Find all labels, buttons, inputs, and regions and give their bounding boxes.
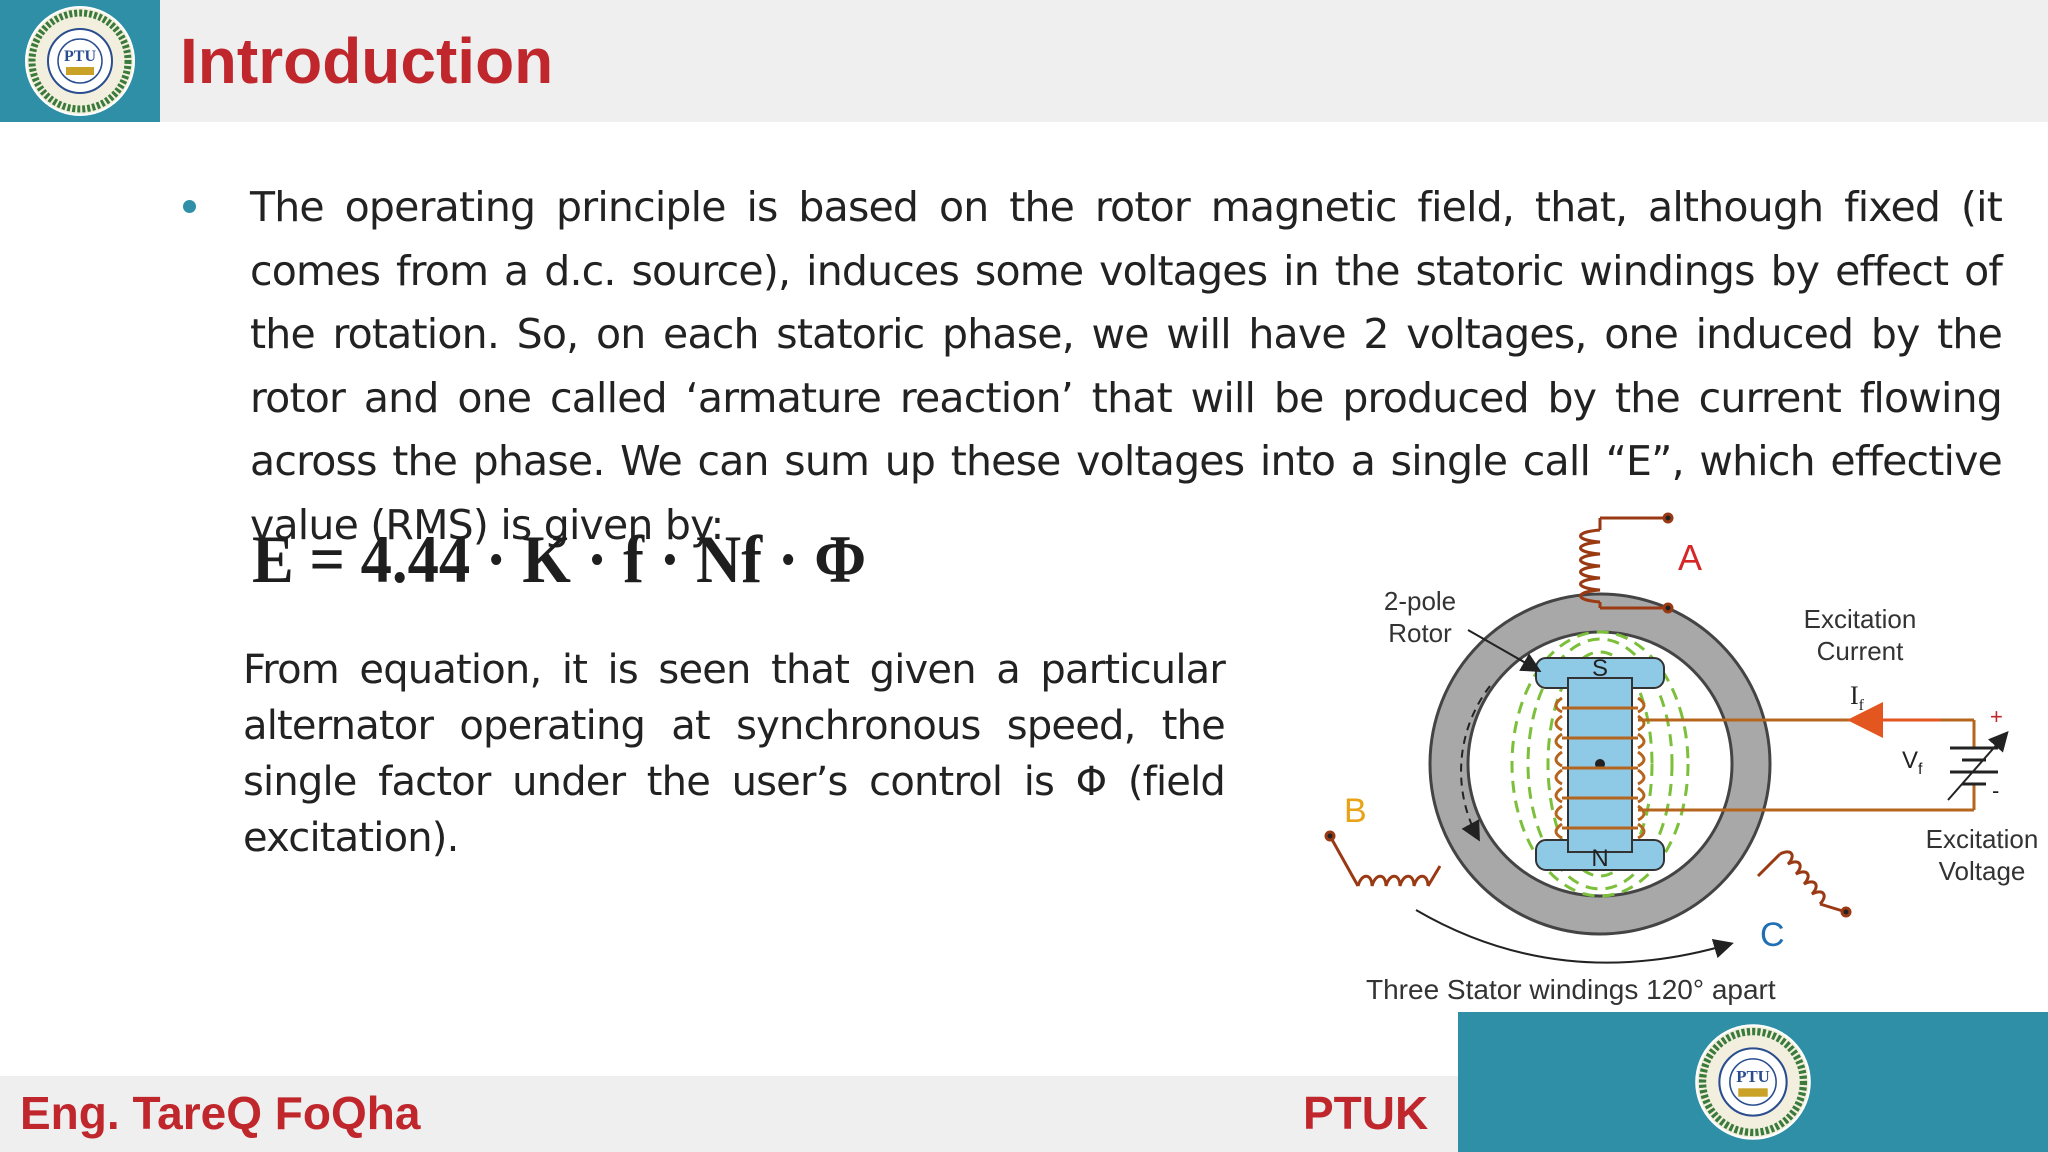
page-title: Introduction — [180, 25, 554, 97]
excitation-current-line2: Current — [1817, 636, 1904, 666]
logo-abbrev: PTU — [64, 48, 96, 65]
intro-paragraph: The operating principle is based on the … — [250, 183, 2003, 549]
header-bar — [0, 0, 2048, 122]
header-logo-panel: PTU — [0, 0, 160, 122]
minus-sign: - — [1992, 778, 1999, 803]
phase-a-label: A — [1678, 537, 1702, 578]
current-symbol: If — [1850, 681, 1865, 714]
phase-b-coil — [1324, 830, 1442, 887]
rotor-label-pointer — [1467, 629, 1542, 672]
alternator-diagram: S N A B C 2-pole Rot — [1324, 512, 2039, 964]
phase-a-coil — [1579, 512, 1674, 614]
emf-formula: E = 4.44 · K · f · Nf · Φ — [252, 521, 867, 597]
university-seal-icon: PTU — [25, 6, 135, 116]
excitation-current-line1: Excitation — [1804, 604, 1917, 634]
university-seal-icon: PTU — [1695, 1024, 1811, 1140]
flux-lines — [1510, 630, 1690, 898]
pole-n-label: N — [1591, 845, 1608, 872]
footer-institution: PTUK — [1303, 1087, 1429, 1139]
excitation-voltage-line2: Voltage — [1939, 856, 2026, 886]
footer-author: Eng. TareQ FoQha — [20, 1087, 421, 1139]
footer-bar — [0, 1076, 1460, 1152]
phase-c-coil — [1756, 850, 1852, 918]
rotor-label-line1: 2-pole — [1384, 586, 1456, 616]
pole-s-label: S — [1592, 655, 1608, 682]
footer-logo-panel: PTU — [1458, 1012, 2048, 1152]
rotor-winding — [1554, 696, 1646, 840]
stator-spacing-arrow — [1415, 909, 1734, 964]
voltage-symbol: Vf — [1902, 747, 1923, 778]
conclusion-paragraph: From equation, it is seen that given a p… — [243, 647, 1226, 861]
excitation-voltage-line1: Excitation — [1926, 824, 2039, 854]
phase-b-label: B — [1344, 792, 1367, 830]
rotor-label-line2: Rotor — [1388, 618, 1452, 648]
logo-abbrev: PTU — [1736, 1067, 1770, 1086]
phase-c-label: C — [1760, 916, 1785, 954]
rotation-arrow — [1460, 685, 1491, 842]
diagram-caption: Three Stator windings 120° apart — [1366, 974, 1776, 1005]
bullet-dot — [183, 200, 196, 213]
battery-icon — [1947, 730, 2009, 801]
plus-sign: + — [1990, 704, 2003, 729]
